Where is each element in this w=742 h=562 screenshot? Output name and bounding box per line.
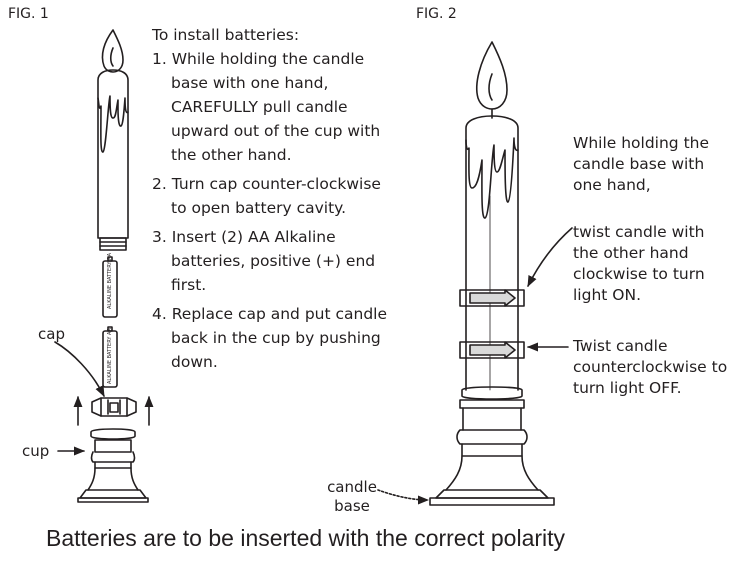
battery-lower-text: ALKALINE BATTERY AA xyxy=(107,327,113,384)
fig2-candle-body xyxy=(465,115,519,219)
hold-instruction: While holding the candle base with one h… xyxy=(573,134,710,194)
battery-upper-text: ALKALINE BATTERY AA xyxy=(107,252,113,309)
twist-counterclockwise-arrow-icon xyxy=(469,341,516,359)
install-instructions: To install batteries: 1. While holding t… xyxy=(152,23,390,374)
cap-label: cap xyxy=(38,325,65,343)
fig1-label: FIG. 1 xyxy=(8,6,49,22)
candle-base-label: candle base xyxy=(327,478,377,515)
twist-clockwise-arrow-icon xyxy=(469,289,516,307)
candle-body xyxy=(97,69,129,153)
instruction-step-3: 3. Insert (2) AA Alkaline batteries, pos… xyxy=(152,228,376,294)
cap xyxy=(91,397,137,417)
instruction-step-2: 2. Turn cap counter-clockwise to open ba… xyxy=(152,175,381,217)
twist-off-band xyxy=(459,341,525,359)
battery-upper: ALKALINE BATTERY AA xyxy=(102,252,118,318)
fig2-label: FIG. 2 xyxy=(416,6,457,22)
turn-off-instruction: Twist candle counterclockwise to turn li… xyxy=(573,337,728,397)
turn-on-instruction: twist candle with the other hand clockwi… xyxy=(573,223,705,304)
cup-label: cup xyxy=(22,442,50,460)
battery-lower: ALKALINE BATTERY AA xyxy=(102,326,118,388)
flame-icon xyxy=(101,29,124,73)
instruction-step-1: 1. While holding the candle base with on… xyxy=(152,50,381,164)
polarity-notice: Batteries are to be inserted with the co… xyxy=(46,525,566,551)
twist-on-band xyxy=(459,289,525,307)
instruction-step-4: 4. Replace cap and put candle back in th… xyxy=(152,305,388,371)
instructions-header: To install batteries: xyxy=(152,26,300,44)
cup xyxy=(77,428,149,503)
fig2-candle-base xyxy=(429,386,555,506)
